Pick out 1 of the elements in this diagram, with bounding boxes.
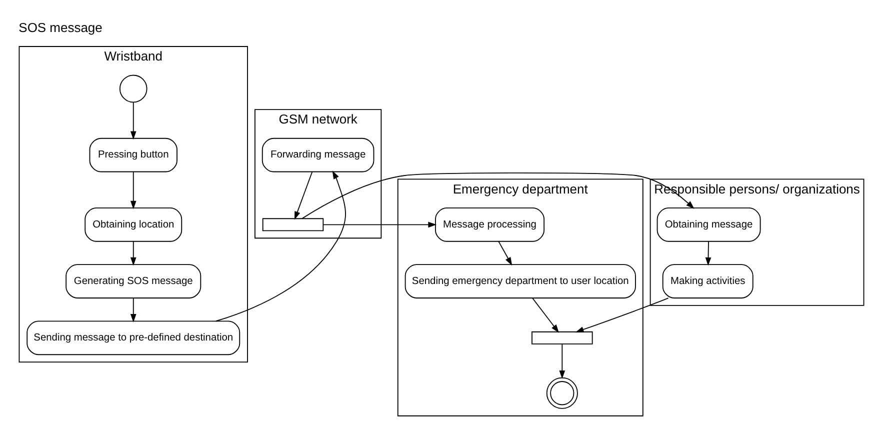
diagram-title: SOS message [18, 20, 102, 35]
